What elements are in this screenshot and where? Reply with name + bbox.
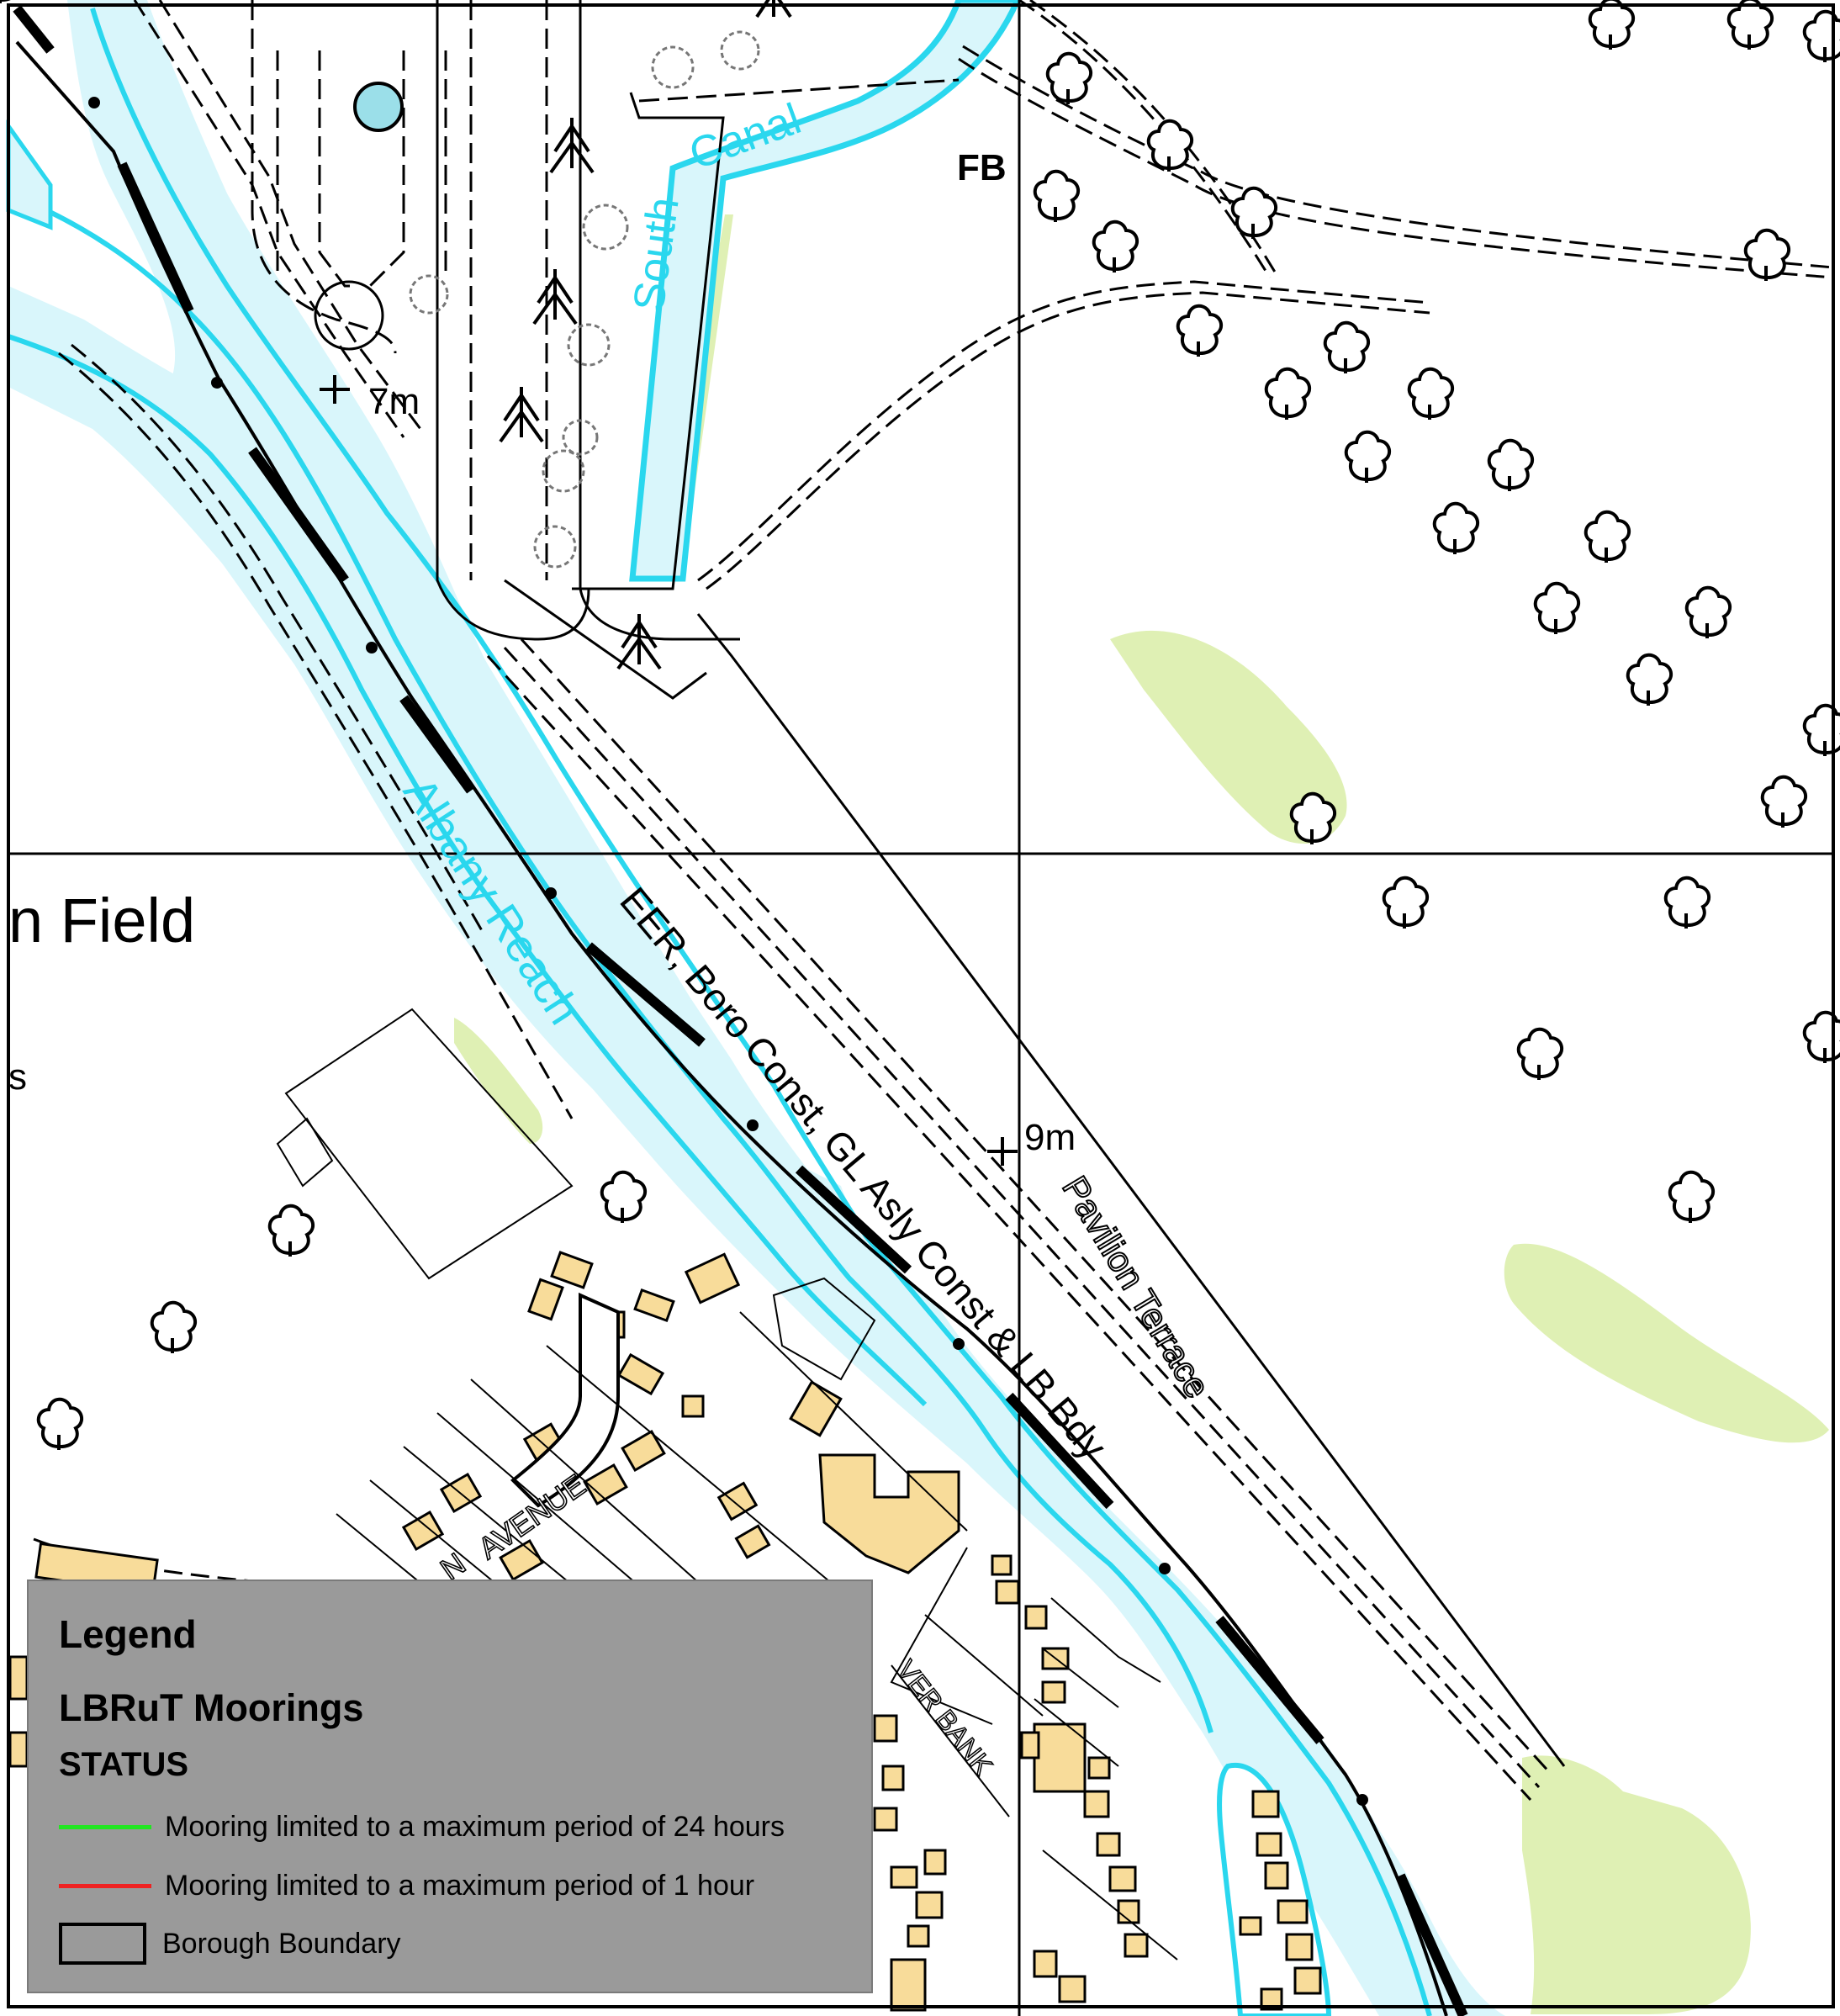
place-label: n Field: [8, 886, 195, 955]
green-line-icon: [59, 1824, 151, 1829]
legend-item-1-hour: Mooring limited to a maximum period of 1…: [59, 1865, 754, 1907]
legend-layer-name: LBRuT Moorings: [59, 1686, 364, 1729]
legend-field-name: STATUS: [59, 1746, 189, 1783]
paths: [33, 0, 1834, 1802]
stray-letter-label: s: [8, 1056, 27, 1098]
legend-item-label: Mooring limited to a maximum period of 2…: [165, 1810, 785, 1843]
spot-height-7m: 7m: [368, 381, 420, 422]
boundary-box-icon: [59, 1923, 146, 1965]
legend-item-label: Borough Boundary: [162, 1927, 401, 1960]
legend-item-24-hours: Mooring limited to a maximum period of 2…: [59, 1806, 785, 1848]
spot-height-9m: 9m: [1024, 1117, 1076, 1158]
borough-boundary: [13, 5, 1468, 2016]
legend-panel: Legend LBRuT Moorings STATUS Mooring lim…: [27, 1579, 873, 1993]
footbridge-label: FB: [957, 147, 1007, 188]
conifer-symbols: [499, 0, 792, 670]
red-line-icon: [59, 1883, 151, 1888]
estate-paths: [251, 0, 1566, 1767]
legend-title: Legend: [59, 1612, 197, 1656]
legend-item-label: Mooring limited to a maximum period of 1…: [165, 1869, 755, 1902]
legend-item-borough-boundary: Borough Boundary: [59, 1923, 401, 1965]
grid-lines: [8, 0, 1833, 2016]
scrub-symbols: [409, 30, 760, 569]
south-canal: [629, 0, 1021, 582]
map-frame: [7, 3, 1835, 2008]
spot-height-markers: [320, 375, 1018, 1166]
